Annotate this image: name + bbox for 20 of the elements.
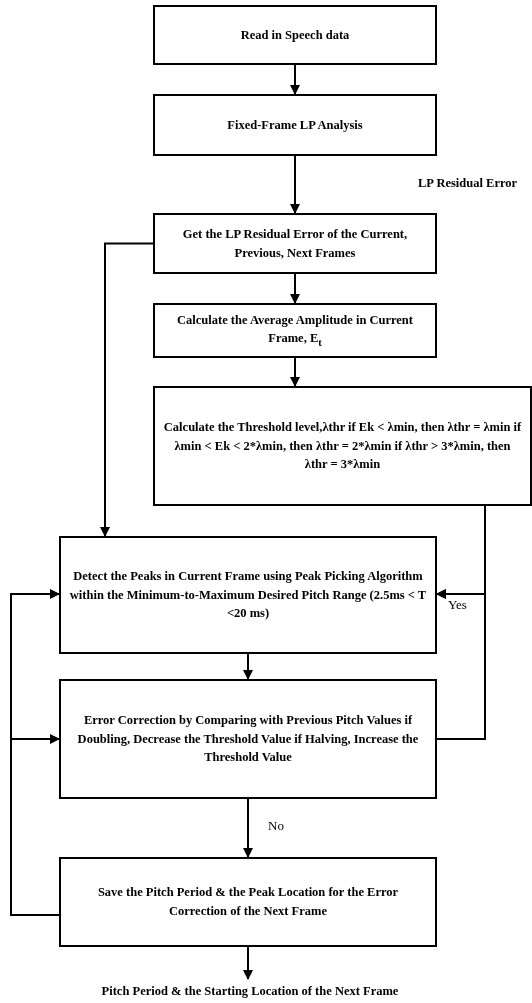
process-box: Error Correction by Comparing with Previous Pitch Values if Doubling, Decrease the Threshold Value if Halving, Increase the Threshold Value [59,679,437,799]
process-box: Calculate the Average Amplitude in Current Frame, E$_{t}$ [153,303,437,358]
arrow [290,155,300,214]
arrow [290,64,300,95]
process-box: Fixed-Frame LP Analysis [153,94,437,156]
process-box: Save the Pitch Period & the Peak Location for the Error Correction of the Next Frame [59,857,437,947]
annotation-text: LP Residual Error [418,176,518,191]
arrow [243,653,253,680]
process-box: Calculate the Threshold level,λthr if Ek < λmin, then λthr = λmin if λmin < Ek < 2*λmin, then λthr = 2*λmin if λthr > 3*λmin, then λthr = 3*λmin [153,386,532,506]
arrow [290,273,300,304]
output-text: Pitch Period & the Starting Location of the Next Frame [40,982,460,1000]
arrow [243,946,253,980]
process-box: Read in Speech data [153,5,437,65]
process-box: Detect the Peaks in Current Frame using Peak Picking Algorithm within the Minimum-to-Maximum Desired Pitch Range (2.5ms < T <20 ms) [59,536,437,654]
process-box: Get the LP Residual Error of the Current, Previous, Next Frames [153,213,437,274]
arrow [10,734,60,916]
arrow [436,589,486,740]
arrow [290,357,300,387]
arrow [243,798,253,858]
arrow [100,242,154,537]
